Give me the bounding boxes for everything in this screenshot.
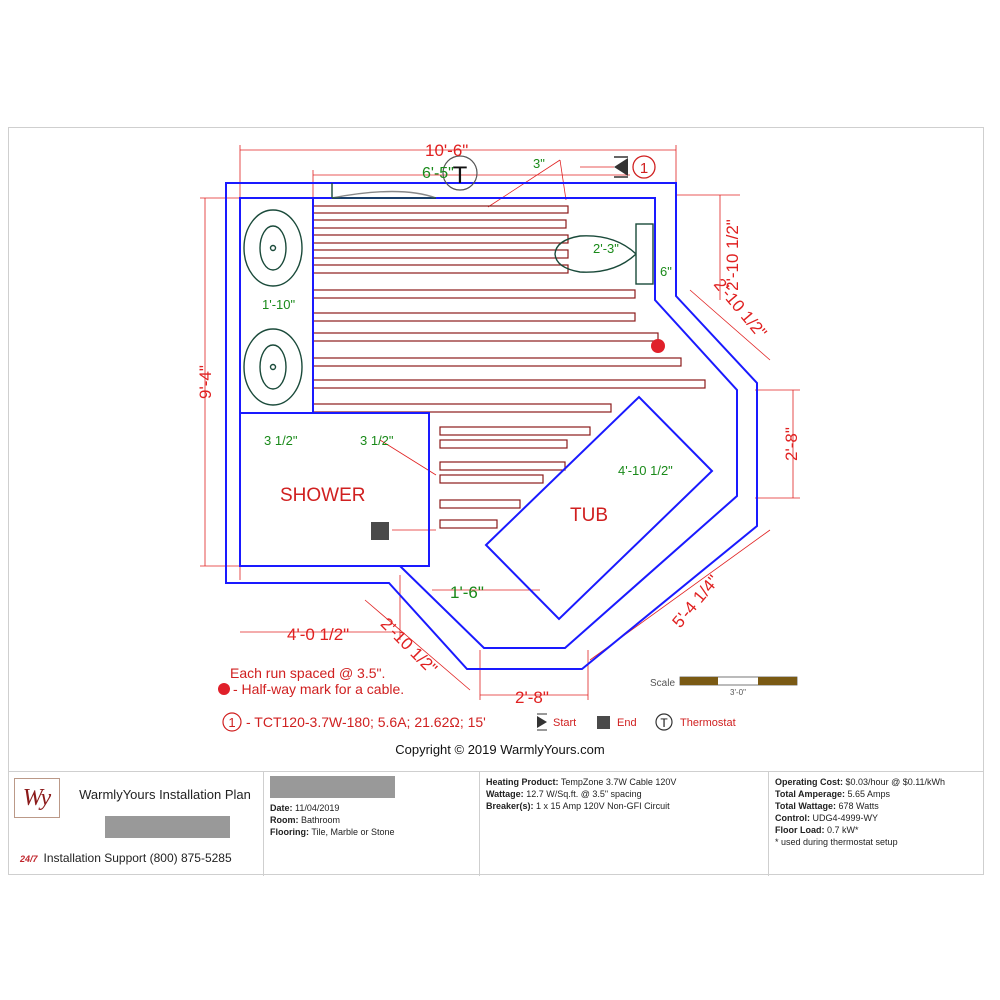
- title-block: Wy WarmlyYours Installation Plan 24/7 Ins…: [8, 771, 984, 876]
- toilet-bowl: [554, 235, 637, 273]
- svg-text:T: T: [660, 716, 668, 730]
- legend: 1 - TCT120-3.7W-180; 5.6A; 21.62Ω; 15' S…: [222, 712, 736, 732]
- date-value: 11/04/2019: [295, 803, 340, 813]
- svg-text:1: 1: [228, 715, 235, 730]
- dim-shower-right: 3 1/2": [360, 433, 394, 448]
- legend-thermostat: Thermostat: [680, 717, 736, 729]
- flooring-value: Tile, Marble or Stone: [311, 827, 395, 837]
- legend-start: Start: [553, 717, 576, 729]
- dim-diag-lower-left: 2'-10 1/2": [377, 614, 441, 678]
- cost-value: $0.03/hour @ $0.11/kWh: [845, 777, 946, 787]
- dim-spacing-top: 3": [533, 156, 545, 171]
- cable-end-marker: [371, 522, 389, 540]
- support-line: 24/7 Installation Support (800) 875-5285: [20, 852, 232, 865]
- drawing-sheet: [8, 127, 984, 875]
- support-phone: Installation Support (800) 875-5285: [43, 851, 232, 865]
- copyright: Copyright © 2019 WarmlyYours.com: [395, 742, 604, 757]
- fixtures: [243, 183, 654, 406]
- plan-title: WarmlyYours Installation Plan: [79, 787, 251, 802]
- scale-bar: [679, 676, 798, 686]
- dim-upper-right: 2'-10 1/2": [723, 219, 742, 291]
- redacted-name: [270, 776, 395, 798]
- tub-outline: [484, 395, 714, 621]
- note-halfway-dot: [218, 683, 230, 695]
- legend-end: End: [617, 717, 637, 729]
- dim-diag-lower-right: 5'-4 1/4": [669, 572, 724, 632]
- dim-height-left: 9'-4": [196, 365, 215, 399]
- note-halfway: - Half-way mark for a cable.: [233, 681, 404, 697]
- floor-load-value: 0.7 kW*: [827, 825, 859, 835]
- note-spacing: Each run spaced @ 3.5".: [230, 665, 385, 681]
- svg-text:1: 1: [640, 160, 648, 177]
- title-block-project: Date: 11/04/2019 Room: Bathroom Flooring…: [264, 772, 480, 876]
- dim-width-inner: 6'-5": [422, 165, 454, 182]
- dim-bottom-left: 4'-0 1/2": [287, 625, 349, 644]
- heating-cable-runs: [312, 205, 706, 529]
- dim-tub: 4'-10 1/2": [618, 463, 673, 478]
- title-block-operation: Operating Cost: $0.03/hour @ $0.11/kWh T…: [769, 772, 984, 876]
- support-badge-icon: 24/7: [20, 854, 38, 864]
- halfway-mark: [651, 339, 665, 353]
- dim-right-vert: 2'-8": [782, 427, 801, 461]
- footnote: * used during thermostat setup: [775, 837, 898, 847]
- scale-label: Scale: [650, 678, 675, 689]
- title-block-product: Heating Product: TempZone 3.7W Cable 120…: [480, 772, 769, 876]
- cable-start-marker: 1: [614, 155, 656, 179]
- wattage-value: 12.7 W/Sq.ft. @ 3.5" spacing: [526, 789, 642, 799]
- scale-value: 3'-0": [730, 688, 746, 697]
- amperage-value: 5.65 Amps: [847, 789, 891, 799]
- tub-label: TUB: [570, 505, 608, 526]
- thermostat-symbol: T: [442, 155, 478, 191]
- toilet-tank: [635, 223, 654, 285]
- dimension-lines: [200, 145, 800, 700]
- legend-cable: - TCT120-3.7W-180; 5.6A; 21.62Ω; 15': [246, 714, 486, 730]
- dim-vanity: 1'-10": [262, 297, 296, 312]
- warmlyyours-logo: Wy: [14, 778, 60, 818]
- dim-width-total: 10'-6": [425, 141, 468, 160]
- dim-toilet-gap: 6": [660, 264, 672, 279]
- room-value: Bathroom: [301, 815, 341, 825]
- title-block-brand: Wy WarmlyYours Installation Plan 24/7 Ins…: [8, 772, 264, 876]
- dim-shower-left: 3 1/2": [264, 433, 298, 448]
- control-value: UDG4-4999-WY: [812, 813, 879, 823]
- shower-label: SHOWER: [280, 485, 366, 506]
- dim-toilet: 2'-3": [593, 241, 619, 256]
- dim-gap: 1'-6": [450, 583, 484, 602]
- dim-bottom: 2'-8": [515, 688, 549, 707]
- walls: [225, 182, 758, 670]
- redacted-field: [105, 816, 230, 838]
- svg-text:T: T: [453, 162, 468, 189]
- breaker-value: 1 x 15 Amp 120V Non-GFI Circuit: [536, 801, 670, 811]
- total-wattage-value: 678 Watts: [838, 801, 879, 811]
- product-value: TempZone 3.7W Cable 120V: [560, 777, 677, 787]
